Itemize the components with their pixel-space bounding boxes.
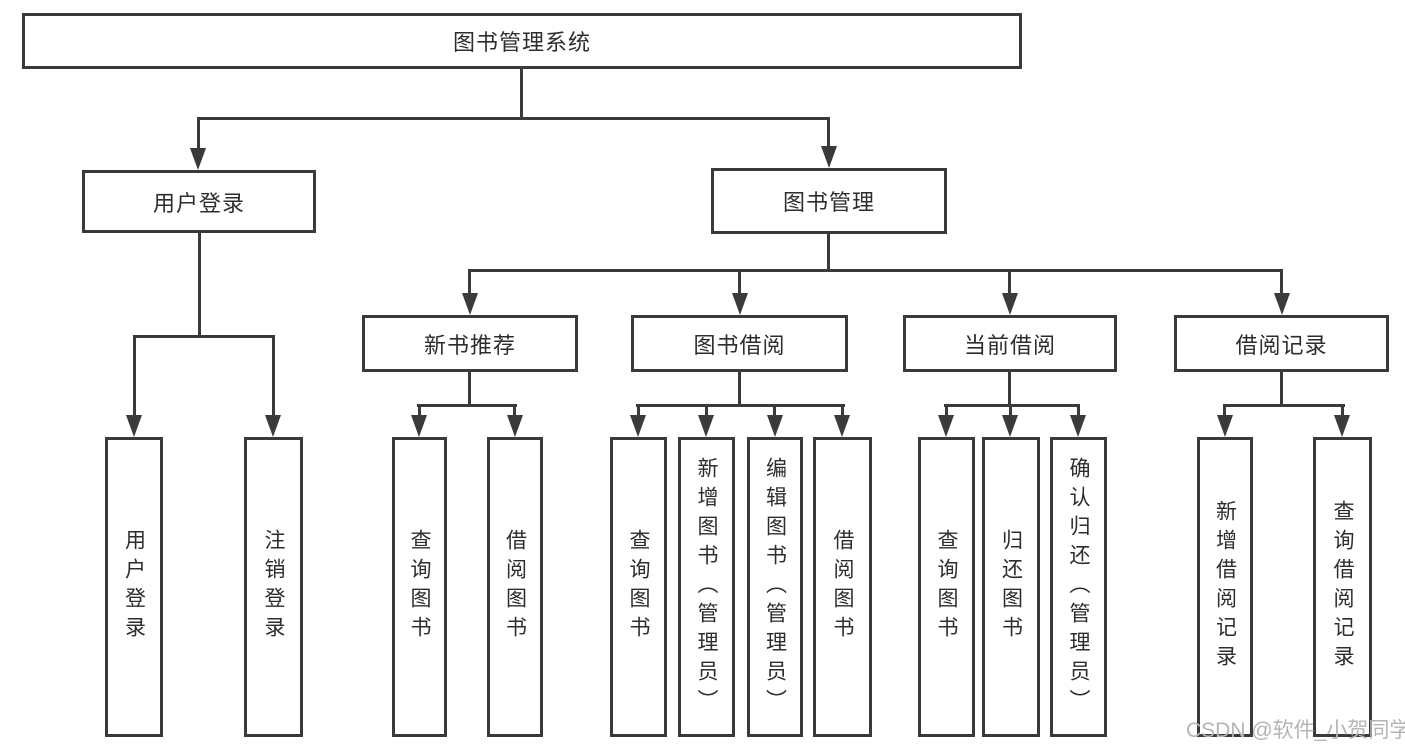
connector-vline: [197, 117, 200, 151]
connector-vline: [1009, 404, 1012, 416]
leaf-add-borrow-record: 新增借阅记录: [1197, 437, 1253, 737]
connector-vline: [827, 117, 830, 149]
node-borrow-records-label: 借阅记录: [1235, 332, 1328, 358]
leaf-borrow-books-recommend: 借阅图书: [487, 437, 543, 737]
arrowhead-down-icon: [1002, 415, 1018, 437]
connector-vline: [945, 404, 948, 416]
connector-hline: [1223, 404, 1345, 407]
connector-vline: [705, 404, 708, 416]
connector-vline: [1280, 372, 1283, 406]
node-library-system: 图书管理系统: [22, 13, 1022, 69]
leaf-return-books-label: 归还图书: [999, 529, 1023, 645]
leaf-borrow-books-label: 借阅图书: [831, 529, 854, 645]
arrowhead-down-icon: [767, 415, 783, 437]
leaf-logout-label: 注销登录: [262, 529, 285, 645]
arrowhead-down-icon: [1334, 415, 1350, 437]
connector-vline: [1280, 269, 1283, 295]
connector-hline: [133, 335, 275, 338]
arrowhead-down-icon: [834, 415, 850, 437]
connector-vline: [272, 335, 275, 416]
arrowhead-down-icon: [507, 415, 523, 437]
node-borrow-records: 借阅记录: [1174, 315, 1389, 372]
arrowhead-down-icon: [126, 415, 142, 437]
arrowhead-down-icon: [1274, 293, 1290, 315]
node-library-system-label: 图书管理系统: [452, 30, 591, 55]
arrowhead-down-icon: [411, 415, 427, 437]
connector-vline: [133, 335, 136, 416]
leaf-borrow-books: 借阅图书: [813, 437, 872, 737]
arrowhead-down-icon: [1217, 415, 1233, 437]
connector-vline: [418, 404, 421, 416]
leaf-user-login-label: 用户登录: [122, 529, 146, 645]
arrowhead-down-icon: [1070, 415, 1086, 437]
leaf-query-books-current-label: 查询图书: [935, 529, 958, 645]
connector-vline: [738, 269, 741, 295]
leaf-query-borrow-record-label: 查询借阅记录: [1331, 500, 1354, 674]
connector-vline: [468, 372, 471, 406]
node-current-borrow-label: 当前借阅: [963, 332, 1056, 358]
connector-hline: [944, 404, 1080, 407]
connector-vline: [1223, 404, 1226, 416]
node-new-book-recommend-label: 新书推荐: [423, 332, 516, 358]
leaf-query-books-recommend-label: 查询图书: [408, 529, 431, 645]
connector-vline: [738, 372, 741, 406]
connector-vline: [1008, 372, 1011, 406]
leaf-logout: 注销登录: [244, 437, 303, 737]
leaf-return-books: 归还图书: [982, 437, 1040, 737]
arrowhead-down-icon: [1002, 293, 1018, 315]
connector-vline: [198, 233, 201, 337]
leaf-confirm-return-admin: 确认归还（管理员）: [1050, 437, 1107, 737]
leaf-query-books-current: 查询图书: [918, 437, 975, 737]
node-book-management-label: 图书管理: [782, 190, 875, 215]
node-user-login: 用户登录: [82, 170, 316, 233]
connector-vline: [841, 404, 844, 416]
connector-vline: [637, 404, 640, 416]
node-book-borrow: 图书借阅: [631, 315, 848, 372]
arrowhead-down-icon: [938, 415, 954, 437]
connector-vline: [468, 269, 471, 295]
connector-vline: [1008, 269, 1011, 295]
connector-hline: [468, 269, 1283, 272]
connector-vline: [827, 234, 830, 271]
leaf-add-books-admin-label: 新增图书（管理员）: [695, 456, 718, 718]
watermark-text: CSDN @软件_小贺同学: [1186, 719, 1405, 742]
arrowhead-down-icon: [630, 415, 646, 437]
arrowhead-down-icon: [462, 293, 478, 315]
leaf-confirm-return-admin-label: 确认归还（管理员）: [1067, 456, 1090, 718]
leaf-user-login: 用户登录: [105, 437, 163, 737]
connector-hline: [417, 404, 517, 407]
node-current-borrow: 当前借阅: [903, 315, 1117, 372]
leaf-add-borrow-record-label: 新增借阅记录: [1213, 500, 1237, 674]
connector-hline: [197, 117, 830, 120]
node-new-book-recommend: 新书推荐: [362, 315, 578, 372]
node-book-management: 图书管理: [711, 168, 947, 234]
node-book-borrow-label: 图书借阅: [693, 332, 786, 358]
arrowhead-down-icon: [190, 148, 206, 170]
connector-vline: [1077, 404, 1080, 416]
leaf-query-borrow-record: 查询借阅记录: [1313, 437, 1372, 737]
leaf-query-books-borrow-label: 查询图书: [627, 529, 650, 645]
arrowhead-down-icon: [698, 415, 714, 437]
node-user-login-label: 用户登录: [152, 190, 245, 216]
connector-vline: [513, 404, 516, 416]
leaf-borrow-books-recommend-label: 借阅图书: [503, 529, 527, 645]
arrowhead-down-icon: [732, 293, 748, 315]
connector-vline: [520, 69, 523, 119]
leaf-edit-books-admin: 编辑图书（管理员）: [747, 437, 803, 737]
leaf-query-books-borrow: 查询图书: [610, 437, 667, 737]
arrowhead-down-icon: [821, 146, 837, 168]
connector-vline: [773, 404, 776, 416]
leaf-query-books-recommend: 查询图书: [392, 437, 447, 737]
leaf-edit-books-admin-label: 编辑图书（管理员）: [763, 456, 787, 718]
arrowhead-down-icon: [265, 415, 281, 437]
connector-vline: [1341, 404, 1344, 416]
connector-hline: [636, 404, 845, 407]
leaf-add-books-admin: 新增图书（管理员）: [678, 437, 735, 737]
